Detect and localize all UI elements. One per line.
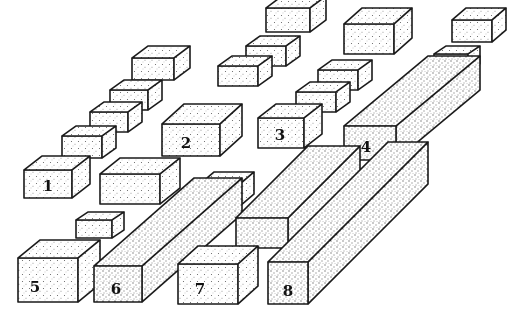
label-8: 8 (283, 282, 293, 300)
long-bar-block (267, 141, 429, 305)
arrangement-number: 3 (275, 126, 285, 144)
label-6: 6 (111, 280, 121, 298)
bar-block (17, 239, 101, 303)
label-1: 1 (43, 177, 53, 195)
cube-block (61, 125, 117, 159)
bar-block (177, 245, 259, 305)
cube-block (257, 103, 323, 149)
label-4: 4 (361, 138, 371, 156)
arrangement-number: 8 (283, 282, 293, 300)
arrangement-number: 5 (30, 278, 40, 296)
label-3: 3 (275, 126, 285, 144)
cube-block (23, 155, 91, 199)
long-bar-block (93, 177, 243, 303)
cube-block (131, 45, 191, 81)
long-bar-block (235, 145, 361, 249)
cube-block (451, 7, 507, 43)
bar-block (161, 103, 243, 157)
arrangement-number: 2 (181, 134, 191, 152)
label-5: 5 (30, 278, 40, 296)
cube-block (265, 0, 327, 33)
cube-block (217, 55, 273, 87)
arrangement-number: 6 (111, 280, 121, 298)
arrangement-number: 4 (361, 138, 371, 156)
label-7: 7 (195, 280, 205, 298)
bar-block (99, 157, 181, 205)
arrangement-number: 7 (195, 280, 205, 298)
arrangement-number: 1 (43, 177, 53, 195)
label-2: 2 (181, 134, 191, 152)
cube-block (75, 211, 125, 239)
bar-block (343, 7, 413, 55)
